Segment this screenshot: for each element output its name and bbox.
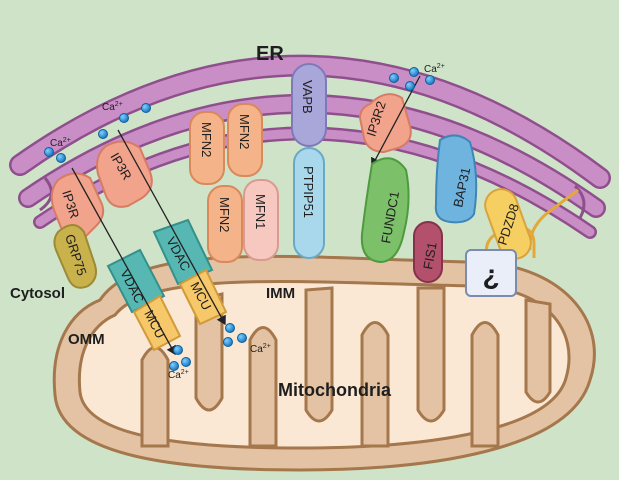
ca-label-mito-left: Ca2+ (168, 369, 189, 381)
fundc1: FUNDC1 (360, 157, 410, 264)
mfn1-label: MFN1 (253, 194, 268, 229)
ca-flux-arrow-mid (117, 129, 226, 326)
mfn2-bottom-label: MFN2 (217, 197, 232, 232)
mfn2-top-right: MFN2 (227, 103, 263, 177)
ip3r2-channel: IP3R2 (358, 93, 412, 154)
er-label: ER (256, 43, 284, 65)
ca-flux-arrow-left (71, 167, 176, 356)
ca-ion (119, 113, 129, 123)
ip3r-left-channel: IP3R (50, 172, 105, 240)
ca-ion (223, 337, 233, 347)
omm-label: OMM (68, 331, 105, 348)
mfn2-bottom: MFN2 (207, 185, 243, 263)
ca-label-mito-mid: Ca2+ (250, 343, 271, 355)
ca-label-mid: Ca2+ (102, 101, 123, 113)
mcu-left-channel: MCU (132, 294, 182, 352)
ca-ion (169, 361, 179, 371)
ca-label-left: Ca2+ (50, 137, 71, 149)
unknown-protein-box: ¿ (465, 249, 517, 297)
ca-ion (44, 147, 54, 157)
ca-flux-arrow-right (371, 75, 421, 168)
ca-ion (141, 103, 151, 113)
mitochondria-label: Mitochondria (278, 380, 392, 400)
vapb: VAPB (291, 63, 327, 147)
mfn1: MFN1 (243, 179, 279, 261)
ca-ion (98, 129, 108, 139)
bap31: BAP31 (434, 134, 478, 224)
ca-ion (409, 67, 419, 77)
ca-ion (405, 81, 415, 91)
ca-label-right: Ca2+ (424, 63, 445, 75)
pdzd8: PDZD8 (484, 188, 579, 260)
imm-label: IMM (266, 285, 295, 302)
ca-ion (389, 73, 399, 83)
ca-ion (56, 153, 66, 163)
ip3r-mid-channel: IP3R (96, 140, 153, 208)
unknown-protein-label: ¿ (482, 259, 499, 290)
ca-ion (173, 345, 183, 355)
ptpip51: PTPIP51 (293, 147, 325, 259)
ca-ion (181, 357, 191, 367)
ca-ion (237, 333, 247, 343)
mfn2-top-right-label: MFN2 (237, 114, 252, 149)
ca-ion (425, 75, 435, 85)
ca-ion (225, 323, 235, 333)
calcium-labels: Ca2+ Ca2+ Ca2+ Ca2+ Ca2+ (50, 63, 445, 381)
vapb-label: VAPB (300, 80, 315, 114)
cytosol-label: Cytosol (10, 285, 65, 302)
ptpip51-label: PTPIP51 (301, 166, 316, 218)
fis1: FIS1 (413, 221, 443, 283)
mfn2-top-left: MFN2 (189, 111, 225, 185)
fis1-label: FIS1 (420, 241, 440, 271)
grp75-chaperone: GRP75 (53, 224, 97, 289)
mfn2-top-label: MFN2 (199, 122, 214, 157)
calcium-ions (44, 67, 435, 371)
